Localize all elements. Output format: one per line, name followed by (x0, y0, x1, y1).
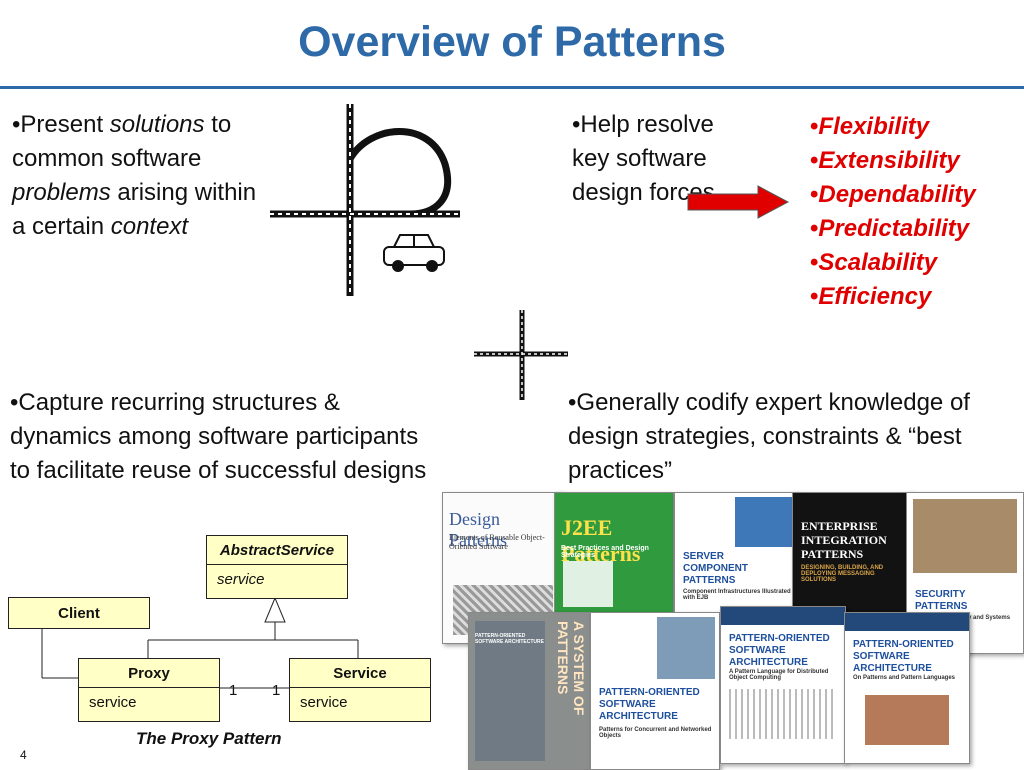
bullet-text-segment: context (110, 213, 189, 240)
red-arrow-icon (687, 185, 790, 219)
uml-caption: The Proxy Pattern (136, 729, 282, 748)
slide-title: Overview of Patterns (298, 18, 726, 66)
uml-connectors (41, 596, 359, 689)
uml-class-name: Proxy (79, 659, 219, 688)
bullet-text-segment: solutions (109, 111, 205, 138)
book-artwork (475, 621, 545, 761)
force-label: Flexibility (818, 113, 930, 140)
book-artwork (657, 617, 715, 679)
page-number: 4 (20, 748, 27, 762)
force-item: •Efficiency (810, 280, 976, 314)
uml-operation: service (217, 571, 265, 588)
book-artwork (729, 689, 837, 739)
bullet-dot: • (810, 249, 819, 276)
book-artwork (865, 695, 949, 745)
force-label: Predictability (818, 215, 970, 242)
uml-multiplicity: 1 (272, 682, 281, 699)
book-title: J2EE Patterns (561, 515, 641, 566)
book-cover: SERVER COMPONENT PATTERNS Component Infr… (674, 492, 798, 614)
uml-class-name: Client (58, 604, 100, 622)
bullet-dot: • (12, 111, 21, 138)
book-subtitle: A Pattern Language for Distributed Objec… (729, 669, 829, 681)
book-subtitle: Component Infrastructures Illustrated wi… (683, 589, 791, 601)
book-cover: PATTERN-ORIENTED SOFTWARE ARCHITECTURE P… (590, 612, 720, 770)
force-item: •Scalability (810, 246, 976, 280)
bullet-dot: • (810, 113, 819, 140)
force-item: •Predictability (810, 212, 976, 246)
book-title: PATTERN-ORIENTED SOFTWARE ARCHITECTURE (729, 633, 830, 668)
book-artwork (563, 561, 613, 607)
bullet-dot: • (10, 389, 19, 416)
car-icon (383, 234, 445, 272)
book-cover: PATTERN-ORIENTED SOFTWARE ARCHITECTURE O… (844, 612, 970, 764)
uml-class-name: AbstractService (207, 536, 347, 565)
force-label: Dependability (818, 181, 976, 208)
bullet-text-segment: arising within a certain (12, 179, 257, 240)
force-item: •Dependability (810, 178, 976, 212)
book-banner (721, 607, 845, 625)
bullet-text-segment: Present (20, 111, 110, 138)
plus-icon (474, 310, 568, 400)
book-collage: Design Patterns Elements of Reusable Obj… (440, 490, 1024, 770)
uml-operation: service (300, 694, 348, 711)
book-subtitle: PATTERN-ORIENTED SOFTWARE ARCHITECTURE (475, 633, 544, 645)
bullet-present-solutions: •Present solutions to common software pr… (12, 108, 257, 244)
force-item: •Flexibility (810, 110, 976, 144)
bullet-dot: • (572, 111, 581, 138)
bullet-dot: • (568, 389, 577, 416)
bullet-capture-structures: •Capture recurring structures & dynamics… (10, 386, 430, 488)
force-item: •Extensibility (810, 144, 976, 178)
bullet-text: Present solutions to common software pro… (12, 111, 256, 240)
uml-abstract-service: AbstractService service (206, 535, 348, 599)
bullet-codify-knowledge: •Generally codify expert knowledge of de… (568, 386, 998, 488)
uml-operation: service (89, 694, 137, 711)
book-cover: PATTERN-ORIENTED SOFTWARE ARCHITECTURE A… (720, 606, 846, 764)
bullet-dot: • (810, 181, 819, 208)
book-cover: J2EE Patterns Best Practices and Design … (554, 492, 674, 614)
bullet-text-segment: problems (12, 179, 111, 206)
book-cover: ENTERPRISE INTEGRATION PATTERNS DESIGNIN… (792, 492, 914, 614)
context-road-icon (270, 104, 460, 296)
bullet-dot: • (810, 147, 819, 174)
uml-proxy: Proxy service (78, 658, 220, 722)
bullet-dot: • (810, 283, 819, 310)
book-title: Design Patterns (449, 509, 507, 550)
book-subtitle: DESIGNING, BUILDING, AND DEPLOYING MESSA… (801, 565, 884, 583)
force-label: Efficiency (818, 283, 932, 310)
book-artwork (735, 497, 793, 547)
book-title: SERVER COMPONENT PATTERNS (683, 551, 748, 586)
book-subtitle: On Patterns and Pattern Languages (853, 675, 956, 681)
bullet-text: Capture recurring structures & dynamics … (10, 389, 427, 484)
book-title: SECURITY PATTERNS (915, 589, 968, 612)
uml-service: Service service (289, 658, 431, 722)
book-title: PATTERN-ORIENTED SOFTWARE ARCHITECTURE (853, 639, 954, 674)
bullet-text-segment: to common software (12, 111, 232, 172)
book-title: ENTERPRISE INTEGRATION PATTERNS (801, 519, 887, 561)
uml-client: Client (8, 597, 150, 629)
book-cover: A SYSTEM OF PATTERNS PATTERN-ORIENTED SO… (468, 612, 592, 770)
force-label: Extensibility (818, 147, 960, 174)
book-subtitle: Best Practices and Design Strategies (561, 545, 649, 559)
book-artwork (913, 499, 1017, 573)
book-banner (845, 613, 969, 631)
book-title: PATTERN-ORIENTED SOFTWARE ARCHITECTURE (599, 687, 700, 722)
forces-list: •Flexibility•Extensibility•Dependability… (810, 110, 976, 314)
book-subtitle: Elements of Reusable Object-Oriented Sof… (449, 533, 545, 551)
book-subtitle: Patterns for Concurrent and Networked Ob… (599, 727, 712, 739)
book-title: A SYSTEM OF PATTERNS (555, 621, 587, 716)
uml-multiplicity: 1 (229, 682, 238, 699)
title-divider (0, 86, 1024, 89)
uml-class-name: Service (290, 659, 430, 688)
force-label: Scalability (818, 249, 938, 276)
bullet-text: Generally codify expert knowledge of des… (568, 389, 970, 484)
bullet-dot: • (810, 215, 819, 242)
